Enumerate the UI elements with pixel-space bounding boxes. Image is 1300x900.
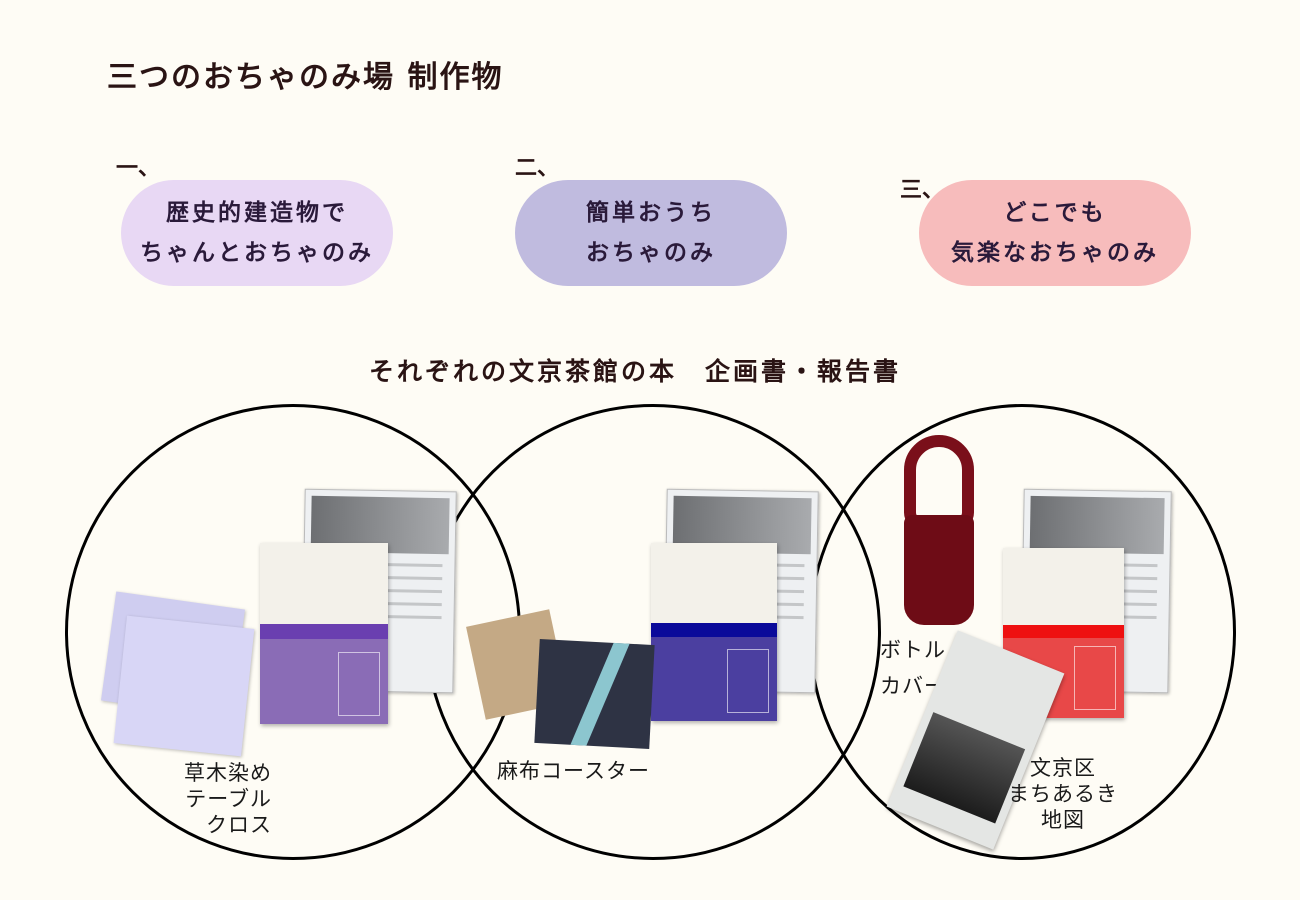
theme-pill-2: 簡単おうち おちゃのみ: [515, 180, 787, 286]
section-subtitle: それぞれの文京茶館の本 企画書・報告書: [368, 357, 901, 386]
label-line: 地図: [1041, 808, 1085, 832]
book-photo-blue: [651, 543, 777, 721]
page-title: 三つのおちゃのみ場 制作物: [107, 60, 504, 95]
theme-line: 簡単おうち: [586, 200, 716, 226]
map-label: 文京区 まちあるき 地図: [1003, 755, 1123, 833]
bottle-cover-photo: [900, 435, 980, 625]
theme-pill-3: どこでも 気楽なおちゃのみ: [919, 180, 1191, 286]
theme-line: 気楽なおちゃのみ: [951, 240, 1159, 266]
label-line: テーブル: [185, 787, 272, 811]
coaster-photo-indigo: [534, 639, 655, 749]
theme-line: どこでも: [1003, 200, 1107, 226]
label-line: ボトル: [880, 638, 946, 662]
book-photo-purple: [260, 543, 388, 724]
tablecloth-photo: [113, 615, 255, 757]
coaster-label: 麻布コースター: [497, 759, 650, 783]
label-line: まちあるき: [1008, 782, 1118, 806]
theme-number-1: 一、: [116, 156, 161, 181]
label-line: 草木染め: [184, 761, 272, 785]
theme-number-2: 二、: [515, 156, 560, 181]
theme-line: 歴史的建造物で: [166, 200, 348, 226]
theme-pill-1: 歴史的建造物で ちゃんとおちゃのみ: [121, 180, 393, 286]
theme-line: おちゃのみ: [586, 240, 716, 266]
tablecloth-label: 草木染め テーブル クロス: [172, 760, 272, 838]
theme-line: ちゃんとおちゃのみ: [140, 240, 374, 266]
label-line: 文京区: [1030, 756, 1096, 780]
label-line: クロス: [206, 813, 272, 837]
book-photo-red: [1003, 548, 1124, 718]
